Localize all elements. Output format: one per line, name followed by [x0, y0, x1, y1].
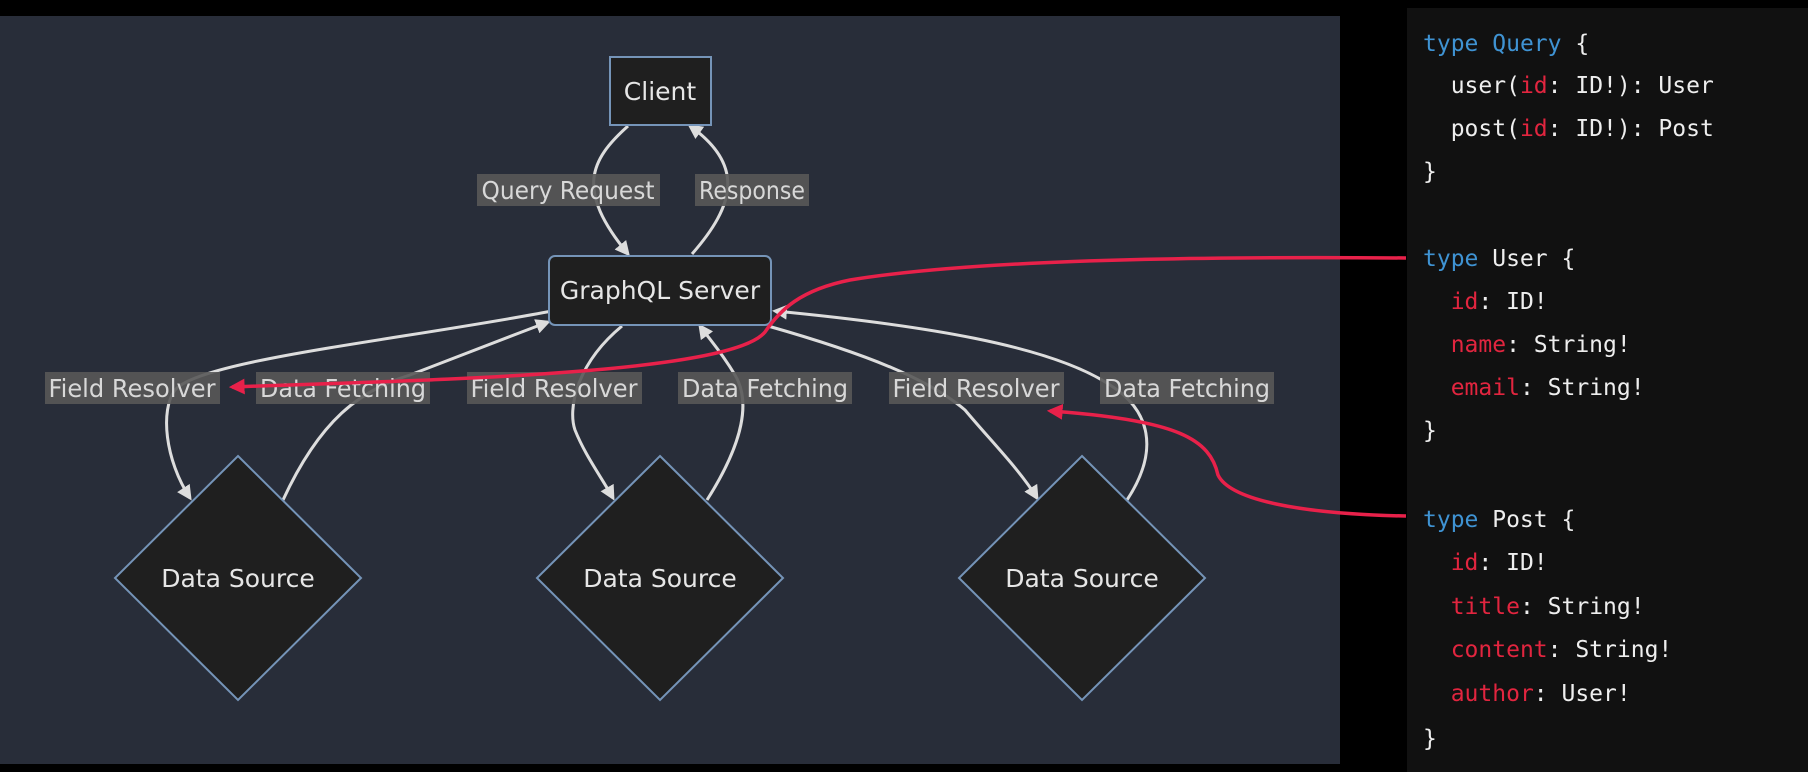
- code-line-query-header: type Query {: [1423, 31, 1590, 57]
- edge-label-data-fetching-2: Data Fetching: [682, 374, 848, 403]
- node-server-label: GraphQL Server: [560, 276, 761, 305]
- edge-label-field-resolver-1: Field Resolver: [49, 374, 217, 403]
- edge-label-data-fetching-1: Data Fetching: [260, 374, 426, 403]
- code-line-user-field: email: String!: [1450, 375, 1645, 401]
- node-source-1-label: Data Source: [161, 564, 315, 593]
- node-data-source-2: Data Source: [535, 454, 785, 702]
- node-data-source-3: Data Source: [957, 454, 1207, 702]
- edge-label-response: Response: [699, 176, 805, 205]
- code-line-user-field: id: ID!: [1450, 289, 1548, 315]
- node-client-label: Client: [624, 77, 697, 106]
- diagram-canvas: Client GraphQL Server Data Source Data S…: [45, 56, 1274, 702]
- diagram-panel: Client GraphQL Server Data Source Data S…: [0, 16, 1340, 764]
- edge-field-resolver-2: [571, 324, 623, 501]
- edge-label-query-request: Query Request: [482, 176, 655, 205]
- node-data-source-1: Data Source: [113, 454, 363, 702]
- code-line-post-field: author: User!: [1450, 681, 1631, 707]
- edge-label-field-resolver-2: Field Resolver: [471, 374, 639, 403]
- node-source-2-label: Data Source: [583, 564, 737, 593]
- code-line-post-field: title: String!: [1450, 594, 1645, 620]
- code-line-query-close: }: [1423, 159, 1437, 185]
- code-line-post-close: }: [1423, 726, 1437, 752]
- code-line-user-field: name: String!: [1450, 332, 1631, 358]
- edge-data-fetching-2: [698, 323, 745, 501]
- code-line-user-header: type User {: [1423, 246, 1576, 272]
- edge-field-resolver-3: [767, 324, 1039, 501]
- node-graphql-server: GraphQL Server: [548, 255, 772, 326]
- edge-label-field-resolver-3: Field Resolver: [893, 374, 1061, 403]
- code-line-query-field: user(id: ID!): User: [1450, 73, 1714, 99]
- type-name-post: Post: [1478, 507, 1548, 533]
- type-name-user: User: [1478, 246, 1548, 272]
- code-line-post-field: id: ID!: [1450, 550, 1548, 576]
- code-line-post-header: type Post {: [1423, 507, 1576, 533]
- node-source-3-label: Data Source: [1005, 564, 1159, 593]
- code-line-user-close: }: [1423, 418, 1437, 444]
- schema-code-panel: type Query { user(id: ID!): User post(id…: [1407, 8, 1808, 772]
- node-client: Client: [609, 56, 712, 126]
- edge-label-data-fetching-3: Data Fetching: [1104, 374, 1270, 403]
- type-name-query: Query: [1492, 31, 1562, 57]
- code-line-query-field: post(id: ID!): Post: [1450, 116, 1714, 142]
- code-line-post-field: content: String!: [1450, 637, 1673, 663]
